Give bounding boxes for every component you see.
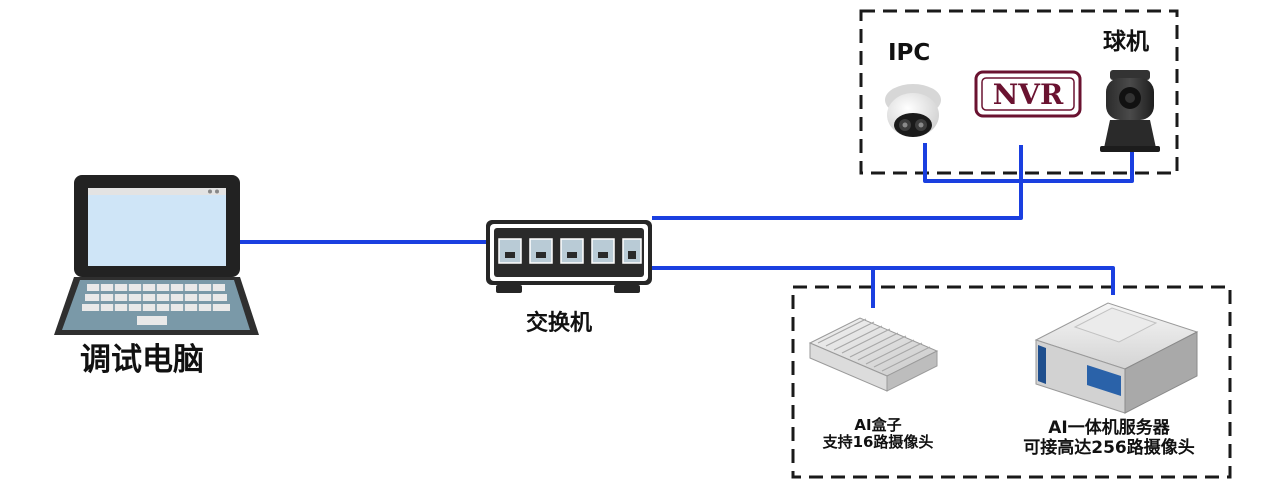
- switch-nvr-link: [652, 145, 1023, 220]
- switch-ai-link: [652, 266, 1115, 295]
- camera-group-border: [859, 9, 1179, 175]
- ipc-label: IPC: [888, 40, 931, 66]
- camera-bus-link: [923, 143, 1134, 183]
- server-icon: [1034, 302, 1199, 414]
- ai-box-icon: [808, 317, 939, 392]
- nvr-logo: NVR: [974, 70, 1082, 118]
- ai-server-label-line1: AI一体机服务器: [1048, 418, 1170, 438]
- switch-label: 交换机: [526, 311, 593, 336]
- nvr-logo-text: NVR: [993, 78, 1064, 111]
- ipc-camera-icon: [885, 84, 941, 137]
- laptop-label: 调试电脑: [80, 342, 204, 378]
- ai-box-label: AI盒子 支持16路摄像头: [808, 416, 948, 452]
- laptop-icon: [54, 175, 259, 335]
- ai-box-label-line1: AI盒子: [854, 416, 902, 434]
- ai-box-label-line2: 支持16路摄像头: [822, 433, 934, 452]
- ai-server-label-line2: 可接高达256路摄像头: [1023, 437, 1195, 458]
- dome-camera-icon: [1100, 70, 1160, 152]
- switch-icon: [486, 220, 652, 293]
- ai-group-border: [791, 285, 1232, 479]
- ai-server-label: AI一体机服务器 可接高达256路摄像头: [994, 418, 1224, 458]
- dome-label: 球机: [1103, 29, 1149, 55]
